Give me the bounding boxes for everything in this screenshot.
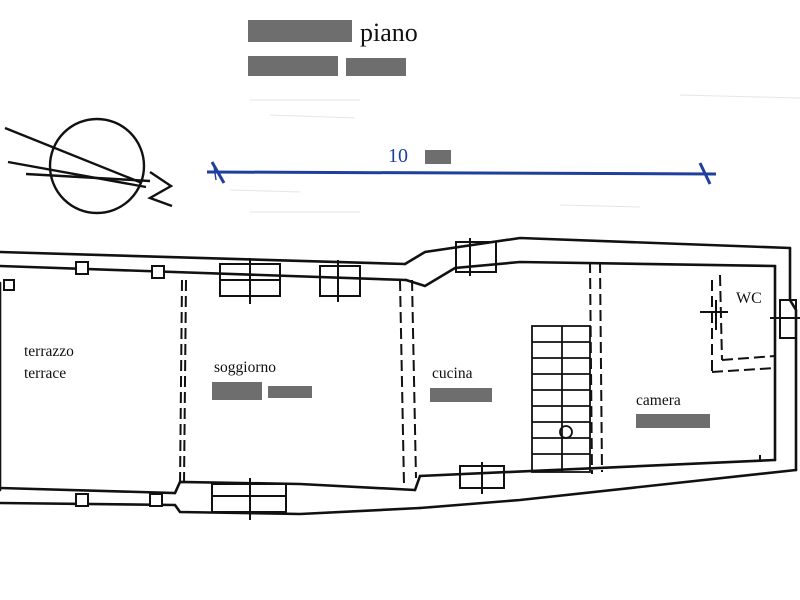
redaction-bar	[248, 56, 338, 76]
background-noise	[229, 94, 800, 213]
redaction-bar	[248, 20, 352, 42]
outer-walls	[0, 236, 798, 516]
room-label-kitchen: cucina	[432, 365, 473, 382]
redaction-bar	[430, 388, 492, 402]
windows	[211, 238, 800, 520]
interior-walls	[179, 261, 776, 487]
columns	[3, 261, 165, 507]
room-label-terrace-en: terrace	[24, 365, 67, 382]
redaction-bar	[268, 386, 312, 398]
scale-label: 10	[388, 145, 408, 167]
scale-bar	[206, 161, 717, 185]
redaction-bar	[346, 58, 406, 76]
room-label-terrace: terrazzo	[24, 343, 74, 360]
redaction-bar	[212, 382, 262, 400]
room-label-bedroom: camera	[636, 392, 681, 409]
redaction-bar	[425, 150, 451, 164]
room-label-wc: WC	[736, 290, 762, 307]
staircase	[531, 325, 591, 473]
compass-icon	[4, 117, 174, 215]
plan-title: piano	[360, 18, 418, 47]
redaction-bar	[636, 414, 710, 428]
room-label-living: soggiorno	[214, 359, 276, 376]
